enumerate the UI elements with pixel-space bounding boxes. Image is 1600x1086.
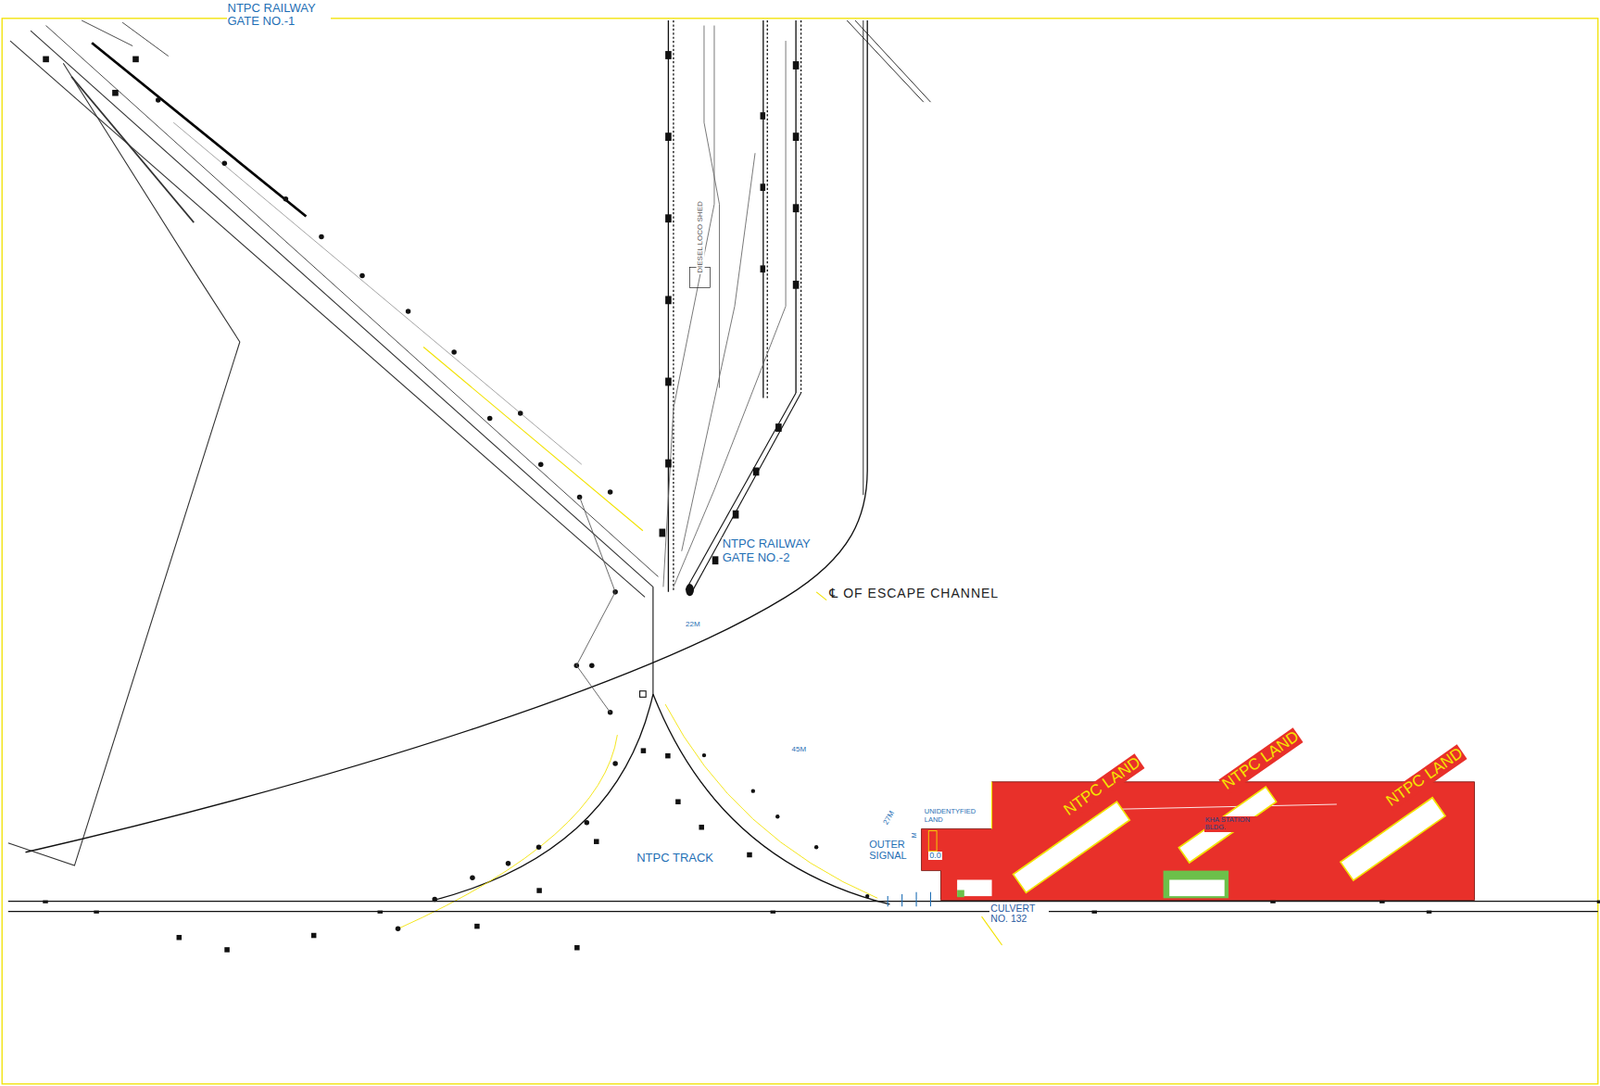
gate-label: NTPC RAILWAY GATE NO.-1 xyxy=(226,1,331,29)
dimension: 22M xyxy=(684,620,702,630)
channel-label: ℄ OF ESCAPE CHANNEL xyxy=(828,586,1000,601)
signal-label: OUTER SIGNAL xyxy=(868,838,919,861)
culvert-label: CULVERT NO. 132 xyxy=(989,903,1049,925)
shed-label: DIESEL LOCO SHED xyxy=(695,200,705,275)
dimension: 27M xyxy=(881,809,897,829)
frame xyxy=(1,18,1599,1084)
dimension: 0.0 xyxy=(928,851,943,861)
gate-label: NTPC RAILWAY GATE NO.-2 xyxy=(721,537,826,565)
main-line xyxy=(8,901,1599,912)
diagonal-tracks xyxy=(10,20,658,597)
track-label: NTPC TRACK xyxy=(635,851,715,865)
escape-channel xyxy=(25,20,869,853)
dimension: 45M xyxy=(791,745,808,755)
ntpc-track xyxy=(433,693,654,901)
land-note: UNIDENTYFIED LAND xyxy=(923,807,980,824)
building-label: KHA STATION BLDG. xyxy=(1204,816,1262,832)
track-marks xyxy=(42,56,618,716)
boundary-line xyxy=(8,62,240,866)
